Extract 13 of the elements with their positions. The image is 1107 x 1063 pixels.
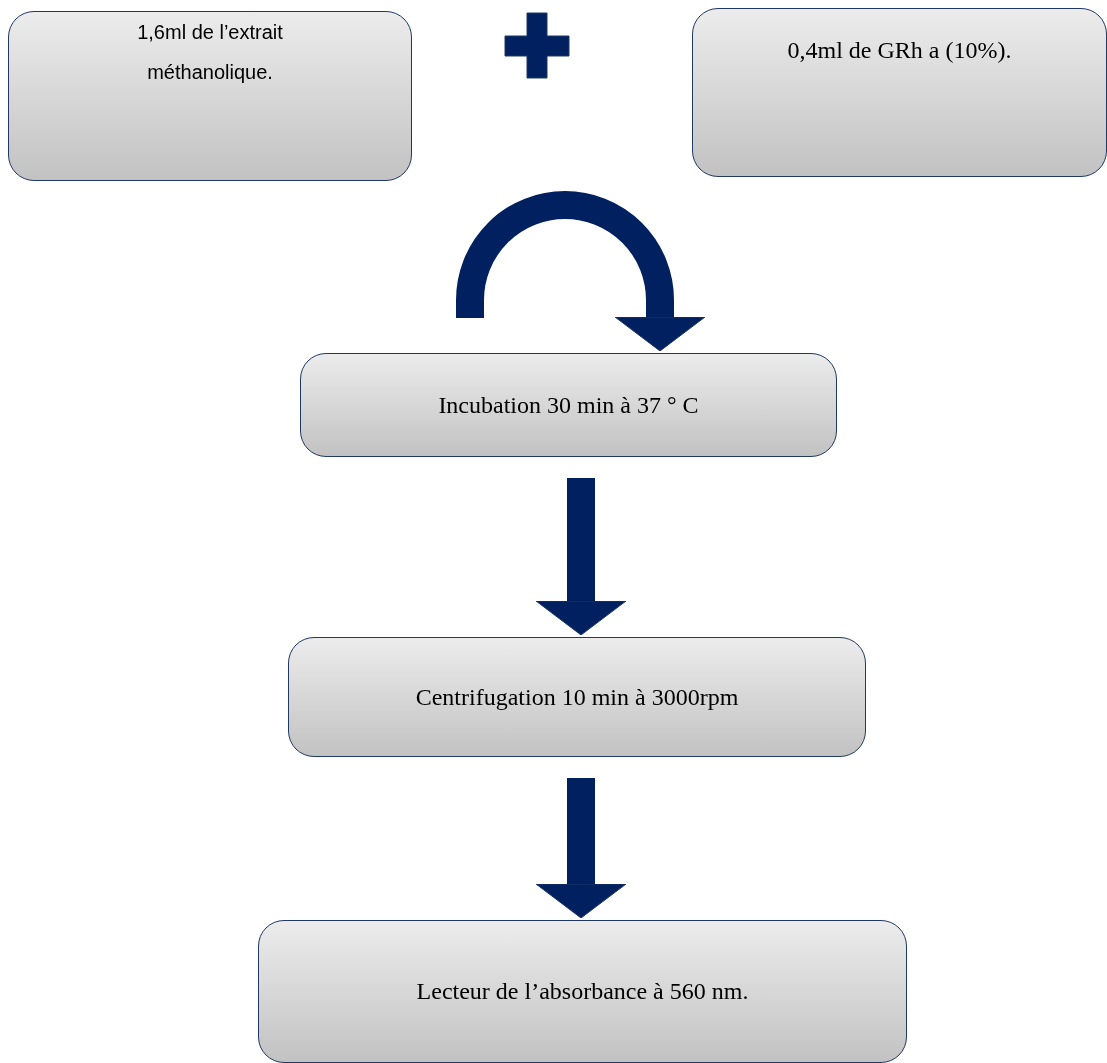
curved-arrow — [456, 191, 706, 352]
step-text: Lecteur de l’absorbance à 560 nm. — [415, 978, 750, 1005]
process-box — [300, 353, 837, 457]
down-arrow — [535, 478, 627, 636]
step-text: 1,6ml de l’extrait méthanolique. — [136, 20, 284, 85]
down-arrow — [535, 778, 627, 919]
step-text: Centrifugation 10 min à 3000rpm — [414, 683, 740, 711]
step-text: Incubation 30 min à 37 ° C — [437, 391, 700, 419]
step-text: 0,4ml de GRh a (10%). — [786, 37, 1013, 64]
process-box — [288, 637, 866, 757]
process-box — [8, 11, 412, 181]
process-box — [258, 920, 907, 1063]
process-box — [692, 8, 1107, 177]
